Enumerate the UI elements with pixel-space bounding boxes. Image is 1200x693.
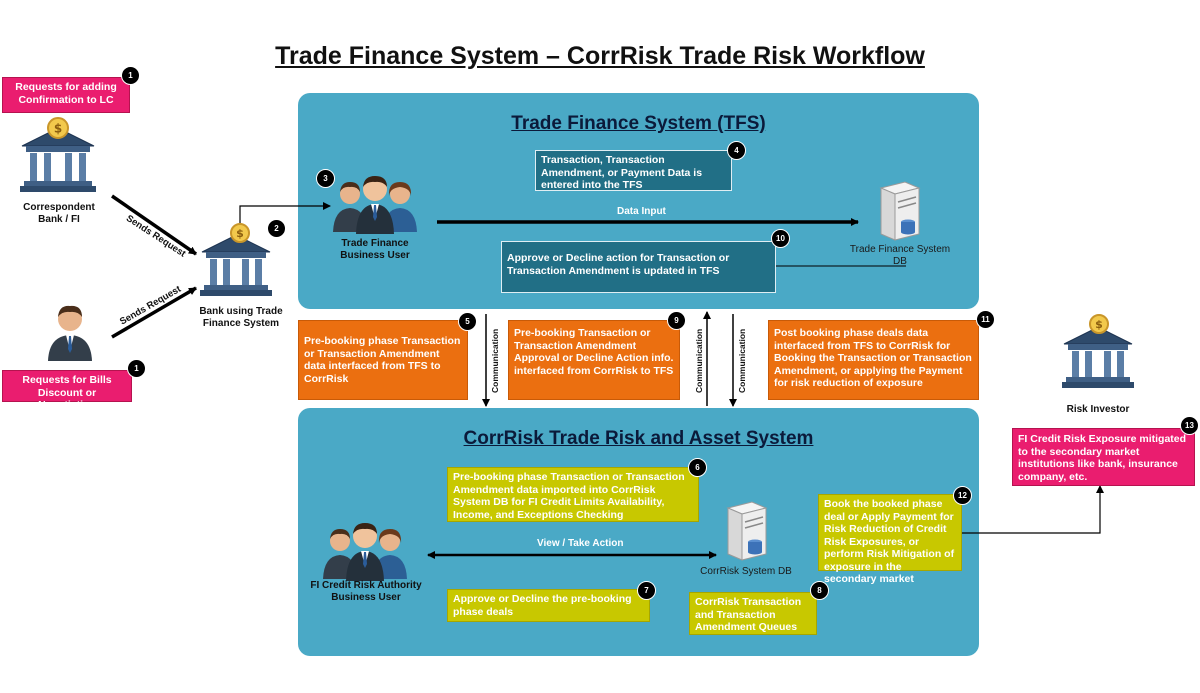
bank-tfs-label: Bank using Trade Finance System [199,306,283,329]
step6-badge: 6 [688,458,707,477]
person-icon [48,305,92,361]
arrow-step12-to-risk-investor [962,485,1104,534]
bank-icon [200,234,272,296]
svg-text:$: $ [236,227,244,240]
step4-data-entry-box: Transaction, Transaction Amendment, or P… [535,150,732,191]
communication-label-2: Communication [694,328,704,393]
fi-credit-risk-user-label: FI Credit Risk Authority Business User [310,580,422,603]
step9-interface-box: Pre-booking Transaction or Transaction A… [508,320,680,400]
step4-badge: 4 [727,141,746,160]
step13-badge: 13 [1180,416,1199,435]
bank-icon [1062,326,1134,388]
people-group-icon [333,176,417,234]
tfs-db-label: Trade Finance System DB [849,244,951,267]
step1-badge: 1 [127,359,146,378]
step9-badge: 9 [667,311,686,330]
corrrisk-panel-title: CorrRisk Trade Risk and Asset System [463,428,814,449]
step8-badge: 8 [810,581,829,600]
dollar-coin-icon: $ [1089,314,1109,334]
server-database-icon [726,501,768,561]
diagram-title: Trade Finance System – CorrRisk Trade Ri… [275,42,925,70]
step12-booking-box: Book the booked phase deal or Apply Paym… [818,494,962,585]
tf-business-user-label: Trade Finance Business User [340,238,410,261]
bank-icon [20,127,96,192]
step10-badge: 10 [771,229,790,248]
arrow-correspondent-to-bank [111,194,197,256]
step3-badge: 3 [316,169,335,188]
step6-import-box: Pre-booking phase Transaction or Transac… [447,467,699,522]
step5-badge: 5 [458,312,477,331]
corrrisk-db-label: CorrRisk System DB [700,566,792,577]
step5-interface-box: Pre-booking phase Transaction or Transac… [298,320,468,400]
people-group-icon [323,523,407,581]
arrow-individual-to-bank [111,286,197,339]
step11-interface-box: Post booking phase deals data interfaced… [768,320,979,400]
risk-investor-label: Risk Investor [1066,404,1130,415]
correspondent-bank-label: Correspondent Bank / FI [23,202,95,225]
step8-queues-box: CorrRisk Transaction and Transaction Ame… [689,592,817,635]
view-take-action-label: View / Take Action [537,538,624,549]
step1-badge: 1 [121,66,140,85]
step13-mitigation-box: FI Credit Risk Exposure mitigated to the… [1012,428,1195,486]
step11-badge: 11 [976,310,995,329]
tfs-panel-title: Trade Finance System (TFS) [511,113,766,134]
data-input-label: Data Input [617,206,666,217]
communication-label-1: Communication [490,328,500,393]
step1-confirmation-request-box: Requests for adding Confirmation to LC [2,77,130,113]
dollar-coin-icon: $ [47,117,69,139]
svg-text:$: $ [54,122,62,136]
svg-text:$: $ [1095,318,1103,331]
step7-badge: 7 [637,581,656,600]
step12-badge: 12 [953,486,972,505]
dollar-coin-icon: $ [230,223,250,243]
step1-bills-discount-box: Requests for Bills Discount or Negotiati… [2,370,132,411]
server-database-icon [879,181,921,241]
arrow-bank-to-tf-user [239,202,331,226]
communication-label-3: Communication [737,328,747,393]
step7-approve-box: Approve or Decline the pre-booking phase… [447,589,650,622]
step2-badge: 2 [267,219,286,238]
step10-update-box: Approve or Decline action for Transactio… [501,241,776,293]
